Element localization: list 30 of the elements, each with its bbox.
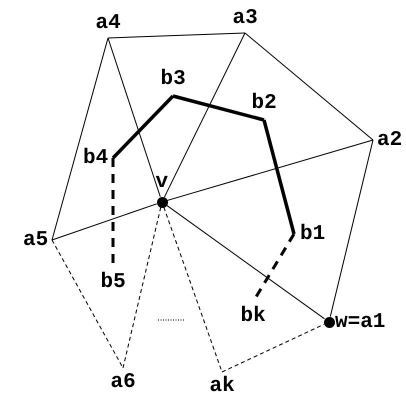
vertex-label: ak xyxy=(210,372,235,397)
vertex-label: b1 xyxy=(294,224,326,244)
dashed-line xyxy=(163,206,222,372)
edge-line xyxy=(52,203,158,240)
vertex-label: a3 xyxy=(232,8,258,33)
vertex-label: b2 xyxy=(252,93,277,120)
dashed-line xyxy=(52,240,124,368)
vertex-label: v xyxy=(156,172,168,207)
vertex-label: bk xyxy=(240,302,266,327)
vertex-label: w=a1 xyxy=(324,312,386,332)
edge-line xyxy=(244,32,374,140)
thick-line xyxy=(172,94,264,122)
dashed-line xyxy=(222,324,325,372)
vertex-label: a5 xyxy=(23,230,52,250)
edge-line xyxy=(52,38,108,240)
edge-line xyxy=(108,38,161,198)
vertex-label: a6 xyxy=(110,368,136,393)
dashed-line xyxy=(122,206,162,368)
thick-line xyxy=(262,120,296,234)
vertex-label: a2 xyxy=(373,130,402,150)
edge-line xyxy=(108,32,246,38)
edge-line xyxy=(330,140,374,318)
vertex-label: b5 xyxy=(100,268,126,293)
edge-line xyxy=(164,32,246,198)
edge-line xyxy=(166,204,326,320)
vertex-label: a4 xyxy=(96,13,121,38)
vertex-label: b4 xyxy=(83,148,114,168)
edge-line xyxy=(166,140,374,201)
thick-line xyxy=(112,94,174,160)
vertex-label: b3 xyxy=(160,69,186,96)
